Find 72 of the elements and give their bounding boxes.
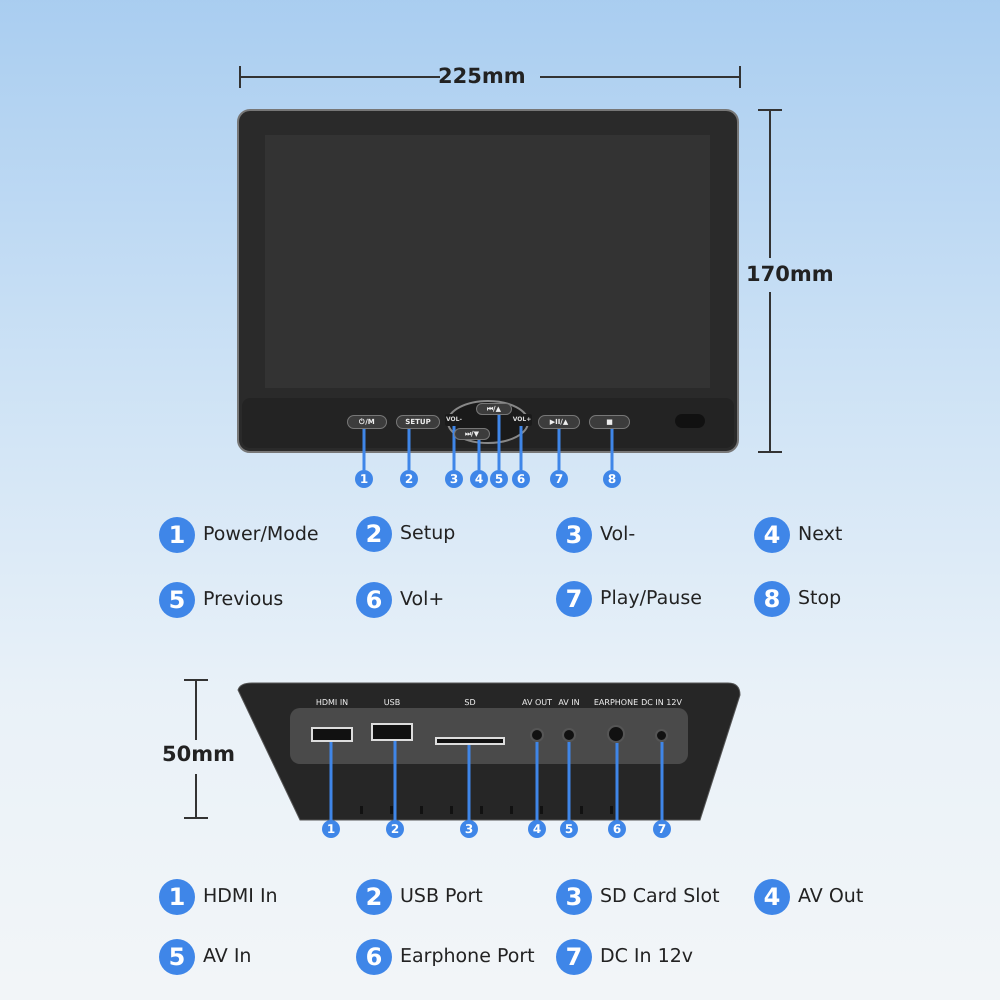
- callout-number: 3: [460, 820, 478, 838]
- callout-number: 2: [356, 879, 392, 915]
- port-label: SD: [464, 698, 476, 707]
- callout-number: 4: [754, 879, 790, 915]
- item-label: AV In: [203, 945, 252, 967]
- callout-number: 3: [445, 470, 463, 488]
- item-label: Play/Pause: [600, 587, 702, 609]
- item-label: Stop: [798, 587, 842, 609]
- callout-number: 2: [386, 820, 404, 838]
- item-label: Next: [798, 523, 842, 545]
- callout-number: 5: [490, 470, 508, 488]
- callout-number: 7: [550, 470, 568, 488]
- item-label: AV Out: [798, 885, 864, 907]
- callout-number: 2: [400, 470, 418, 488]
- port-label: HDMI IN: [316, 698, 348, 707]
- callout-number: 6: [356, 939, 392, 975]
- item-label: Vol+: [400, 588, 444, 610]
- port-label: DC IN 12V: [641, 698, 682, 707]
- leader-line: [362, 429, 366, 470]
- callout-number: 5: [560, 820, 578, 838]
- item-label: SD Card Slot: [600, 885, 720, 907]
- item-label: Previous: [203, 588, 284, 610]
- callout-number: 3: [556, 517, 592, 553]
- port-label: USB: [384, 698, 400, 707]
- dimension-label: 225mm: [438, 64, 526, 88]
- port-slot: [311, 727, 353, 742]
- callout-number: 1: [159, 879, 195, 915]
- item-label: Power/Mode: [203, 523, 319, 545]
- leader-line: [394, 741, 396, 820]
- callout-number: 5: [159, 939, 195, 975]
- leader-line: [616, 743, 618, 820]
- callout-number: 4: [470, 470, 488, 488]
- callout-number: 7: [653, 820, 671, 838]
- dimension-label: 170mm: [746, 262, 834, 286]
- callout-number: 4: [754, 517, 790, 553]
- leader-line: [536, 742, 538, 820]
- callout-number: 3: [556, 879, 592, 915]
- callout-number: 1: [322, 820, 340, 838]
- leader-line: [610, 429, 614, 470]
- leader-line: [478, 440, 480, 470]
- callout-number: 7: [556, 581, 592, 617]
- callout-number: 5: [159, 582, 195, 618]
- leader-line: [468, 745, 470, 820]
- port-label: AV OUT: [522, 698, 552, 707]
- callout-number: 7: [556, 939, 592, 975]
- leader-line: [660, 742, 664, 820]
- leader-line: [330, 742, 332, 820]
- port-slot: [371, 723, 413, 741]
- item-label: HDMI In: [203, 885, 278, 907]
- leader-line: [558, 429, 560, 470]
- callout-number: 6: [512, 470, 530, 488]
- callout-number: 4: [528, 820, 546, 838]
- item-label: Vol-: [600, 523, 636, 545]
- callout-number: 8: [754, 581, 790, 617]
- port-label: EARPHONE: [594, 698, 638, 707]
- leader-line: [520, 426, 522, 470]
- callout-number: 1: [355, 470, 373, 488]
- callout-number: 8: [603, 470, 621, 488]
- item-label: Earphone Port: [400, 945, 535, 967]
- callout-number: 2: [356, 516, 392, 552]
- port-slot: [435, 737, 505, 745]
- item-label: Setup: [400, 522, 456, 544]
- port-label: AV IN: [558, 698, 580, 707]
- item-label: DC In 12v: [600, 945, 694, 967]
- dimension-label: 50mm: [162, 742, 235, 766]
- item-label: USB Port: [400, 885, 483, 907]
- callout-number: 6: [356, 582, 392, 618]
- leader-line: [452, 426, 456, 470]
- callout-number: 6: [608, 820, 626, 838]
- leader-line: [568, 742, 570, 820]
- callout-number: 1: [159, 517, 195, 553]
- leader-line: [408, 429, 410, 470]
